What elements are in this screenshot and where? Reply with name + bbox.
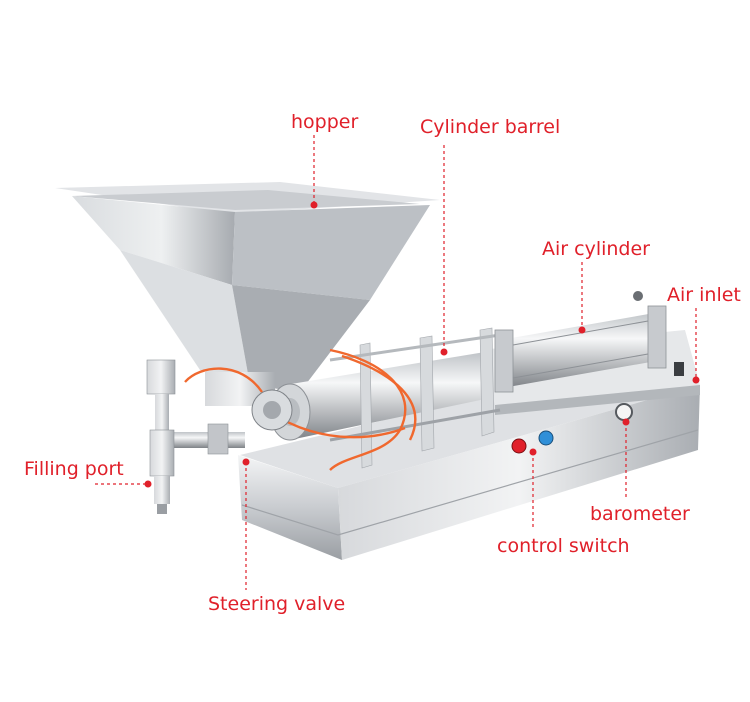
leaders [95,135,700,590]
label-filling-port: Filling port [24,458,124,480]
control-panel [511,362,684,454]
label-steering-valve: Steering valve [208,593,345,615]
valve-assembly [146,359,293,514]
label-barometer: barometer [590,503,690,525]
air-cylinder [494,291,667,393]
label-hopper: hopper [291,111,358,133]
label-air-inlet: Air inlet [667,284,741,306]
label-cylinder-barrel: Cylinder barrel [420,116,560,138]
hopper-body [55,182,440,406]
label-control-switch: control switch [497,535,630,557]
label-air-cylinder: Air cylinder [542,238,650,260]
